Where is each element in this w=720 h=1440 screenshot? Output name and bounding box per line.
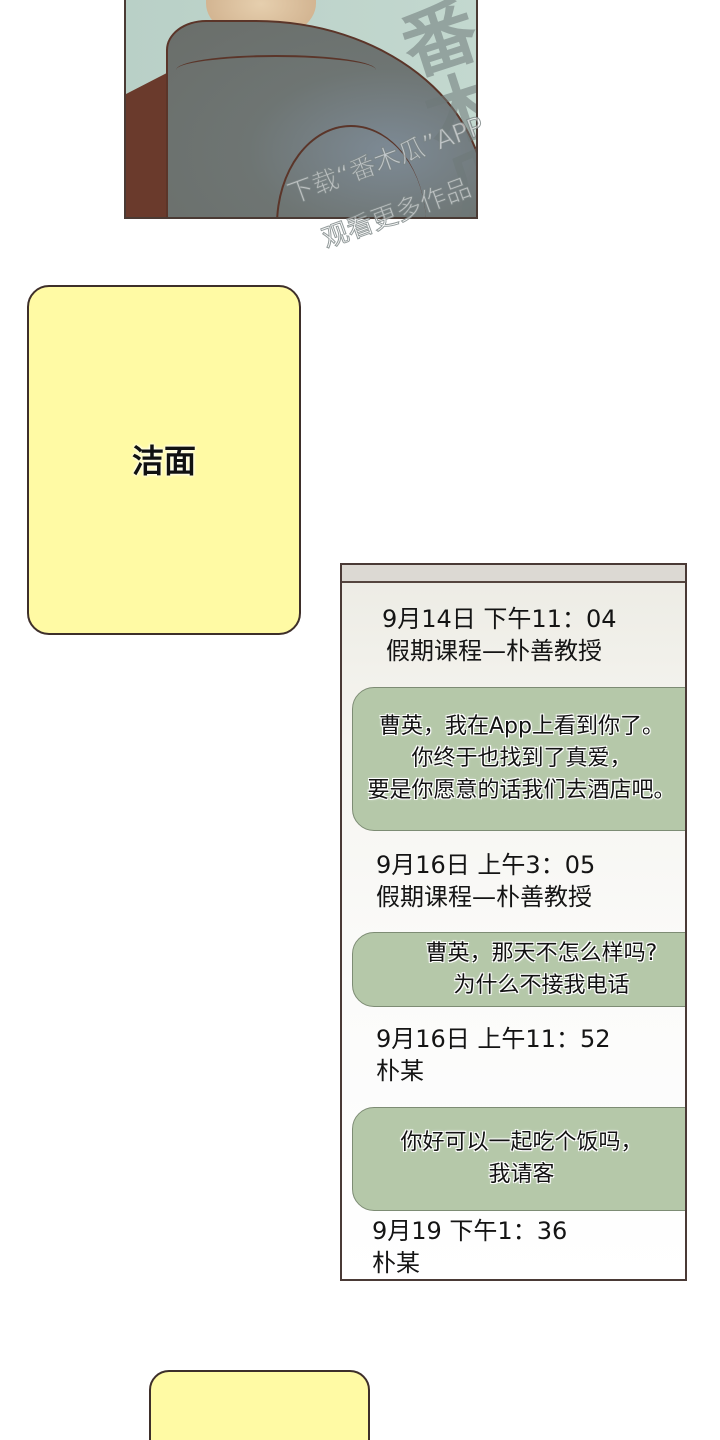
message-line: 你终于也找到了真爱， [411, 746, 632, 771]
message-bubble: 曹英，那天不怎么样吗? 为什么不接我电话 [352, 932, 685, 1007]
message-date: 9月19 下午1：36 [372, 1217, 568, 1245]
message-header: 9月19 下午1：36 朴某 [372, 1215, 567, 1279]
caption-box [149, 1370, 370, 1440]
message-header: 9月16日 上午3：05 假期课程—朴善教授 [376, 849, 595, 913]
message-header: 9月14日 下午11：04 假期课程—朴善教授 [382, 603, 617, 667]
caption-text: 洁面 [131, 442, 196, 480]
message-line: 曹英，那天不怎么样吗? [425, 940, 658, 966]
comic-art-panel: 番木瓜 [124, 0, 478, 219]
message-sender: 朴某 [372, 1249, 420, 1277]
message-bubble: 曹英，我在App上看到你了。 你终于也找到了真爱， 要是你愿意的话我们去酒店吧。 [352, 687, 685, 831]
phone-status-bar [342, 565, 685, 583]
message-line: 为什么不接我电话 [453, 972, 630, 998]
message-bubble: 你好可以一起吃个饭吗， 我请客 [352, 1107, 685, 1211]
message-sender: 朴某 [376, 1057, 424, 1085]
message-date: 9月16日 上午11：52 [376, 1025, 611, 1053]
message-header: 9月16日 上午11：52 朴某 [376, 1023, 611, 1087]
caption-box: 洁面 [27, 285, 301, 635]
phone-message-screen: 9月14日 下午11：04 假期课程—朴善教授 曹英，我在App上看到你了。 你… [340, 563, 687, 1281]
message-line: 要是你愿意的话我们去酒店吧。 [367, 778, 676, 803]
message-sender: 假期课程—朴善教授 [386, 637, 602, 665]
art-fold-line [176, 55, 376, 85]
message-line: 曹英，我在App上看到你了。 [379, 714, 664, 739]
message-line: 你好可以一起吃个饭吗， [400, 1130, 643, 1155]
message-date: 9月16日 上午3：05 [376, 851, 596, 879]
message-line: 我请客 [488, 1162, 555, 1187]
message-date: 9月14日 下午11：04 [382, 605, 617, 633]
message-sender: 假期课程—朴善教授 [376, 883, 592, 911]
